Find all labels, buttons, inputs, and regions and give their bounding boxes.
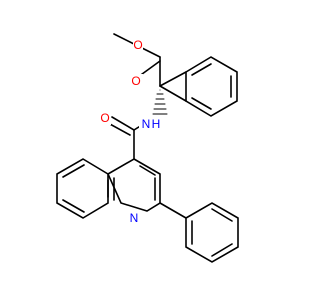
amide-oxygen-label: O [100, 111, 109, 125]
bond-ester-c-alpha [159, 71, 187, 87]
ring-nitrogen-label: N [130, 211, 139, 225]
stereo-hash-bond [152, 89, 168, 115]
bond-amide-c-o-b [107, 122, 131, 136]
quinoline-double-1 [139, 165, 156, 176]
phenyl-ring-bottom [185, 202, 239, 263]
phenyl-top-double-3 [191, 97, 212, 110]
bond-alpha-phenyl [159, 85, 187, 102]
molecule-structure: O O O N H N [0, 0, 300, 300]
bond-o-carbonyl-c [141, 47, 161, 58]
benzo-double-2 [62, 199, 85, 213]
amide-nitrogen-label: N [142, 117, 151, 131]
phenyl-bottom-double-2 [211, 243, 233, 257]
phenyl-bottom-double-1 [211, 208, 233, 222]
quinoline-benzo-ring [56, 158, 109, 219]
ester-carbonyl-oxygen-label: O [131, 74, 140, 88]
bond-methyl-o [113, 33, 135, 45]
amide-hydrogen-label: H [152, 117, 161, 131]
ester-single-oxygen-label: O [133, 38, 142, 52]
atom-labels: O O O N H N [99, 38, 161, 225]
bond-amide-c-o-a [111, 116, 135, 131]
phenyl-ring-top [185, 56, 238, 117]
phenyl-top-double-1 [191, 63, 212, 76]
benzo-double-1 [62, 164, 85, 178]
bond-c2-phenyl [159, 202, 187, 219]
background [0, 0, 300, 300]
